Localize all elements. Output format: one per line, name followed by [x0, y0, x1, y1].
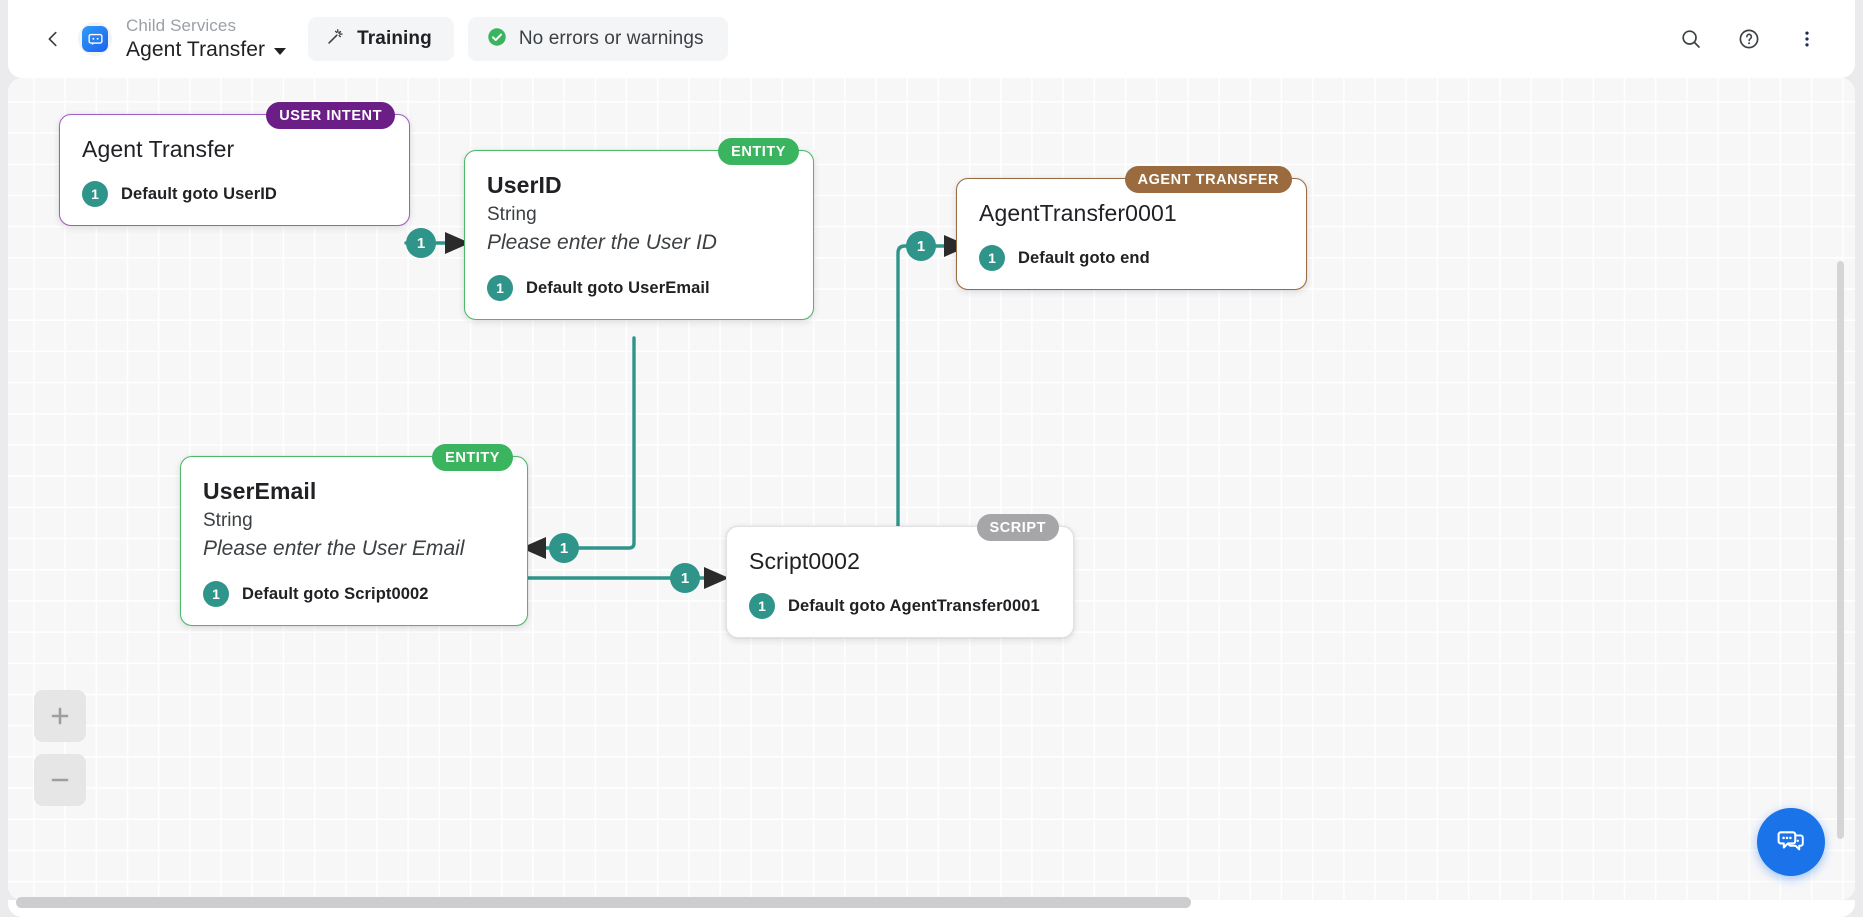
node-badge-entity: ENTITY	[432, 444, 513, 471]
chevron-down-icon[interactable]	[274, 48, 287, 55]
node-title: UserEmail	[203, 478, 317, 504]
chevron-left-icon	[42, 28, 64, 50]
training-label: Training	[357, 28, 432, 49]
more-vertical-icon	[1796, 28, 1818, 50]
edge-pill-script0002-to-agenttransfer0001[interactable]: 1	[906, 231, 936, 261]
zoom-out-button[interactable]	[34, 754, 86, 806]
edge-pill-useremail-to-script0002[interactable]: 1	[670, 563, 700, 593]
transition-number: 1	[203, 581, 229, 607]
help-circle-icon	[1737, 27, 1761, 51]
transition-number: 1	[487, 275, 513, 301]
node-transition-row[interactable]: 1 Default goto end	[979, 245, 1284, 271]
status-badge: No errors or warnings	[467, 17, 728, 61]
node-useremail[interactable]: ENTITY UserEmail String Please enter the…	[180, 444, 528, 626]
node-badge-user-intent: USER INTENT	[266, 102, 395, 129]
node-badge-agent-transfer: AGENT TRANSFER	[1124, 166, 1292, 193]
transition-number: 1	[749, 593, 775, 619]
search-icon	[1679, 27, 1703, 51]
node-agent-transfer[interactable]: USER INTENT Agent Transfer 1 Default got…	[59, 102, 410, 226]
back-button[interactable]	[38, 24, 68, 54]
node-title: Script0002	[749, 548, 860, 574]
edge-pill-agenttransfer-to-userid[interactable]: 1	[406, 228, 436, 258]
minus-icon	[47, 767, 73, 793]
transition-number: 1	[979, 245, 1005, 271]
node-type: String	[203, 510, 253, 531]
flow-canvas[interactable]: 1 1 1 1 USER INTENT Agent Transfer 1 Def…	[8, 78, 1855, 900]
arrowhead-script0002	[704, 567, 729, 589]
node-script0002[interactable]: SCRIPT Script0002 1 Default goto AgentTr…	[726, 514, 1074, 638]
chat-fab-button[interactable]	[1757, 808, 1825, 876]
node-badge-entity: ENTITY	[718, 138, 799, 165]
more-options-button[interactable]	[1785, 17, 1829, 61]
node-title: UserID	[487, 172, 562, 198]
transition-label: Default goto AgentTransfer0001	[788, 596, 1040, 615]
magic-wand-icon	[324, 26, 346, 53]
node-transition-row[interactable]: 1 Default goto UserID	[82, 181, 387, 207]
canvas-vertical-scrollbar[interactable]	[1837, 261, 1844, 839]
search-button[interactable]	[1669, 17, 1713, 61]
chatbot-logo-icon	[82, 26, 108, 52]
arrowhead-userid	[445, 232, 470, 254]
node-transition-row[interactable]: 1 Default goto UserEmail	[487, 275, 791, 301]
app-header: Child Services Agent Transfer Training	[8, 0, 1855, 78]
node-transition-row[interactable]: 1 Default goto Script0002	[203, 581, 505, 607]
canvas-horizontal-scrollbar[interactable]	[16, 897, 1191, 908]
breadcrumb-parent[interactable]: Child Services	[126, 15, 237, 35]
transition-label: Default goto UserEmail	[526, 278, 710, 297]
transition-label: Default goto UserID	[121, 184, 277, 203]
node-title: AgentTransfer0001	[979, 200, 1177, 226]
node-agenttransfer0001[interactable]: AGENT TRANSFER AgentTransfer0001 1 Defau…	[956, 166, 1307, 290]
node-badge-script: SCRIPT	[976, 514, 1059, 541]
edge-pill-userid-to-useremail[interactable]: 1	[549, 533, 579, 563]
node-title: Agent Transfer	[82, 136, 235, 162]
page-title: Agent Transfer	[126, 37, 266, 61]
node-userid[interactable]: ENTITY UserID String Please enter the Us…	[464, 138, 814, 320]
node-transition-row[interactable]: 1 Default goto AgentTransfer0001	[749, 593, 1051, 619]
training-button[interactable]: Training	[308, 17, 454, 61]
node-prompt: Please enter the User ID	[487, 231, 717, 254]
node-prompt: Please enter the User Email	[203, 537, 465, 560]
plus-icon	[47, 703, 73, 729]
flow-edges	[404, 232, 969, 608]
node-type: String	[487, 204, 537, 225]
edge-userid-to-useremail	[544, 336, 636, 550]
app-logo	[78, 22, 112, 56]
transition-number: 1	[82, 181, 108, 207]
transition-label: Default goto end	[1018, 248, 1150, 267]
transition-label: Default goto Script0002	[242, 584, 429, 603]
breadcrumb: Child Services Agent Transfer	[126, 15, 287, 63]
arrowhead-useremail	[521, 537, 546, 559]
zoom-in-button[interactable]	[34, 690, 86, 742]
status-label: No errors or warnings	[518, 28, 704, 49]
edge-script0002-to-agenttransfer0001	[896, 244, 950, 608]
zoom-controls	[34, 690, 86, 818]
check-circle-icon	[486, 26, 508, 53]
chat-bubbles-icon	[1774, 825, 1808, 859]
help-button[interactable]	[1727, 17, 1771, 61]
